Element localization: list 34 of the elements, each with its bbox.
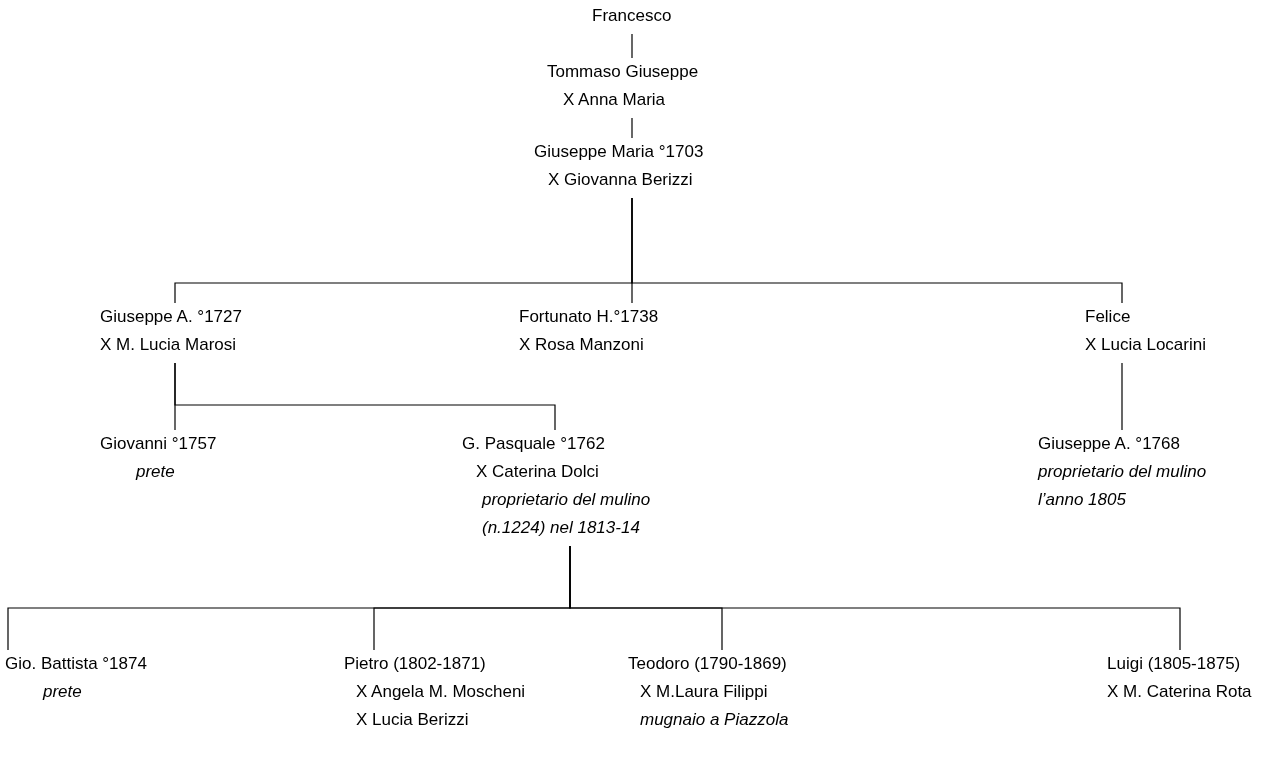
note-text: proprietario del mulino (n.1224) nel 1813-14 — [482, 489, 652, 539]
spouse-name: X Caterina Dolci — [476, 461, 599, 483]
spouse-name: X M.Laura Filippi — [640, 681, 768, 703]
family-line — [1121, 362, 1123, 431]
spouse-name: X Angela M. Moscheni — [356, 681, 526, 703]
spouse-name: X Rosa Manzoni — [519, 334, 644, 356]
note-text: prete — [43, 681, 82, 703]
person-name: Gio. Battista °1874 — [5, 653, 147, 675]
family-line — [569, 545, 1181, 651]
note-text: proprietario del mulino l’anno 1805 — [1038, 461, 1208, 511]
spouse-name: X Lucia Berizzi — [356, 709, 469, 731]
spouse-name: X M. Lucia Marosi — [100, 334, 237, 356]
person-name: Giuseppe A. °1727 — [100, 306, 242, 328]
spouse-name: X M. Caterina Rota — [1107, 681, 1252, 703]
person-name: Francesco — [592, 5, 672, 27]
spouse-name: X Giovanna Berizzi — [548, 169, 693, 191]
spouse-name: X Lucia Locarini — [1085, 334, 1206, 356]
note-text: prete — [136, 461, 175, 483]
family-line — [174, 362, 556, 431]
spouse-name: X Anna Maria — [563, 89, 666, 111]
person-name: Felice — [1085, 306, 1131, 328]
family-line — [631, 117, 633, 139]
person-name: Luigi (1805-1875) — [1107, 653, 1241, 675]
person-name: G. Pasquale °1762 — [462, 433, 605, 455]
person-name: Fortunato H.°1738 — [519, 306, 659, 328]
person-name: Teodoro (1790-1869) — [628, 653, 787, 675]
person-name: Tommaso Giuseppe — [547, 61, 699, 83]
family-line — [631, 197, 1123, 304]
person-name: Pietro (1802-1871) — [344, 653, 486, 675]
person-name: Giuseppe A. °1768 — [1038, 433, 1180, 455]
family-line — [631, 33, 633, 59]
note-text: mugnaio a Piazzola — [640, 709, 789, 731]
person-name: Giuseppe Maria °1703 — [534, 141, 704, 163]
person-name: Giovanni °1757 — [100, 433, 217, 455]
